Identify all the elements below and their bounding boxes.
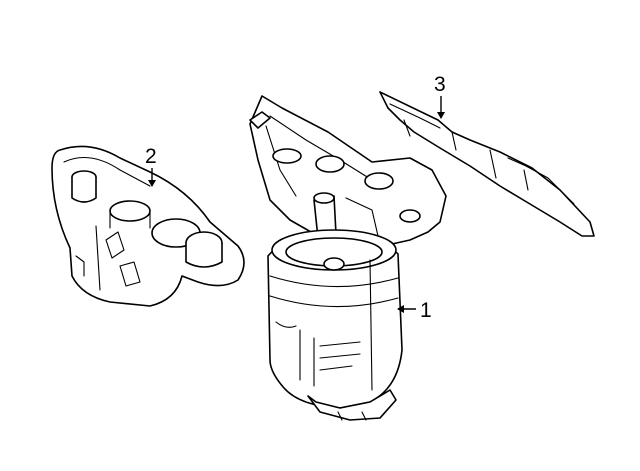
callout-1: 1 bbox=[397, 299, 432, 322]
callout-label-1: 1 bbox=[420, 299, 432, 322]
callout-2: 2 bbox=[145, 145, 157, 187]
manifold-shield-part[interactable] bbox=[51, 145, 245, 307]
callout-label-2: 2 bbox=[145, 145, 157, 168]
heat-shield-part[interactable] bbox=[379, 91, 595, 237]
exhaust-manifold-part[interactable] bbox=[249, 95, 447, 421]
callout-3: 3 bbox=[434, 73, 446, 119]
callout-label-3: 3 bbox=[434, 73, 446, 96]
